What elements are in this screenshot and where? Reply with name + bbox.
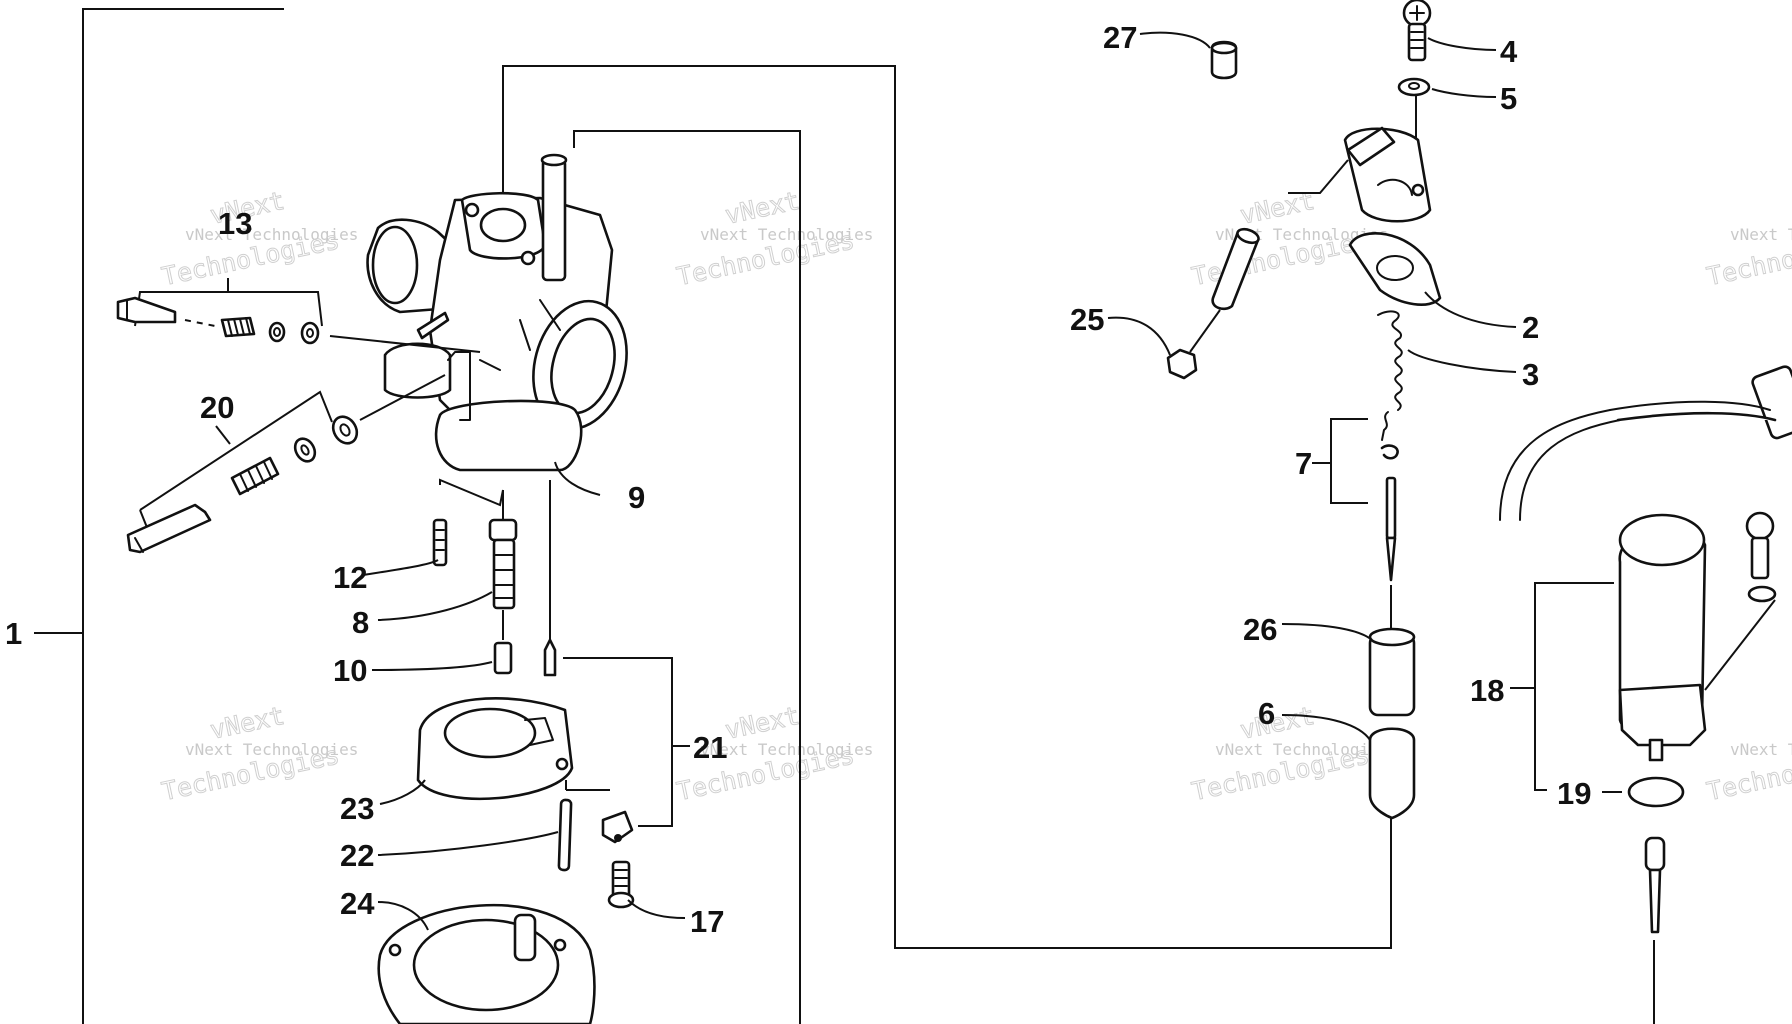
part-7-needle-set — [1312, 411, 1399, 582]
part-18-solenoid — [1499, 365, 1792, 791]
watermark-4: vNext Technologies Technologies — [1704, 225, 1792, 292]
watermark-5: vNext vNext Technologies Technologies — [159, 700, 359, 806]
svg-text:vNext Technologies: vNext Technologies — [1730, 225, 1792, 244]
callout-leaders — [362, 31, 1517, 931]
part-solenoid-plunger — [1644, 836, 1666, 934]
bracket-item-21 — [563, 657, 673, 827]
svg-text:vNext Technologies: vNext Technologies — [185, 740, 358, 759]
svg-text:vNext: vNext — [722, 701, 802, 745]
part-24-float-bowl — [377, 903, 596, 1024]
callout-24: 24 — [340, 886, 375, 921]
part-6-float-tip — [1368, 727, 1416, 820]
svg-text:vNext Technologies: vNext Technologies — [185, 225, 358, 244]
part-top-cap — [1343, 126, 1432, 223]
assembly-brackets — [34, 8, 1655, 1024]
svg-text:vNext: vNext — [207, 701, 287, 745]
part-27-cap — [1210, 40, 1238, 80]
callout-17: 17 — [690, 904, 724, 939]
callout-7: 7 — [1295, 446, 1312, 481]
part-sleeve-and-nut — [1166, 227, 1260, 380]
callout-10: 10 — [333, 653, 367, 688]
callout-8: 8 — [352, 605, 369, 640]
callout-4: 4 — [1500, 34, 1518, 69]
svg-text:vNext Technologies: vNext Technologies — [700, 740, 873, 759]
parts-jets — [432, 478, 557, 677]
part-4-screw — [1402, 0, 1432, 62]
part-26-float — [1368, 627, 1416, 717]
watermark-8: vNext Technologies Technologies — [1704, 740, 1792, 807]
callout-18: 18 — [1470, 673, 1504, 708]
callout-13: 13 — [218, 206, 252, 241]
svg-text:vNext Technologies: vNext Technologies — [1730, 740, 1792, 759]
bracket-carb-inner — [573, 130, 801, 1024]
bracket-carb-to-float — [502, 65, 1392, 949]
watermark-1: vNext vNext Technologies Technologies — [159, 185, 359, 291]
callout-labels: 1 2 3 4 5 6 7 8 9 10 12 13 17 18 19 20 2… — [5, 20, 1591, 939]
callout-12: 12 — [333, 560, 367, 595]
callout-19: 19 — [1557, 776, 1591, 811]
svg-text:vNext: vNext — [722, 186, 802, 230]
watermark-2: vNext vNext Technologies Technologies — [674, 185, 874, 291]
callout-21: 21 — [693, 730, 727, 765]
callout-5: 5 — [1500, 81, 1517, 116]
part-22-float-pin — [557, 780, 634, 872]
part-3-spring — [1377, 310, 1403, 411]
svg-text:vNext: vNext — [1237, 701, 1317, 745]
svg-text:vNext Technologies: vNext Technologies — [700, 225, 873, 244]
part-17-screw — [607, 860, 635, 909]
part-5-washer — [1397, 77, 1431, 170]
part-2-gasket — [1348, 232, 1442, 306]
part-20-pilot-screw-set — [126, 374, 446, 554]
callout-6: 6 — [1258, 696, 1275, 731]
bracket-item-1 — [82, 8, 284, 1024]
callout-20: 20 — [200, 390, 234, 425]
callout-26: 26 — [1243, 612, 1277, 647]
callout-9: 9 — [628, 480, 645, 515]
callout-25: 25 — [1070, 302, 1104, 337]
carburetor-body — [366, 153, 628, 472]
part-23-float — [416, 697, 574, 801]
part-13-idle-screw-set — [116, 278, 481, 353]
callout-3: 3 — [1522, 357, 1539, 392]
svg-text:vNext Technologies: vNext Technologies — [1215, 740, 1388, 759]
callout-27: 27 — [1103, 20, 1137, 55]
callout-2: 2 — [1522, 310, 1539, 345]
callout-23: 23 — [340, 791, 374, 826]
watermark-7: vNext vNext Technologies Technologies — [1189, 700, 1389, 806]
part-19-o-ring — [1602, 776, 1685, 808]
callout-22: 22 — [340, 838, 374, 873]
callout-1: 1 — [5, 616, 22, 651]
